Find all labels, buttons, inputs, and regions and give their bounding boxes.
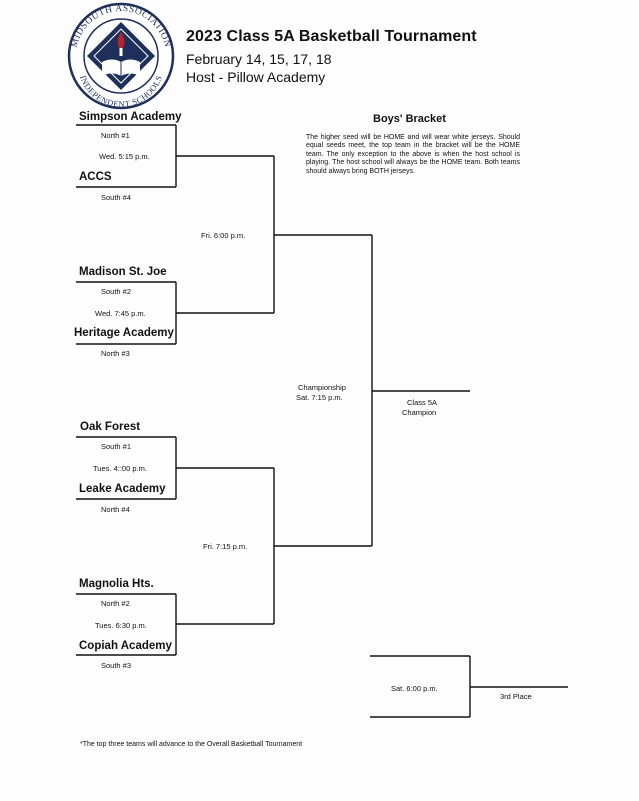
game4-seed-bottom: South #3 xyxy=(101,661,132,670)
game3-time: Tues. 4::00 p.m. xyxy=(93,464,147,473)
champion-line2: Champion xyxy=(402,408,437,417)
game1-seed-bottom: South #4 xyxy=(101,193,132,202)
footnote: *The top three teams will advance to the… xyxy=(80,741,303,748)
third-place-label: 3rd Place xyxy=(500,692,532,701)
third-place-time: Sat. 6:00 p.m. xyxy=(391,684,438,693)
game2-team-bottom: Heritage Academy xyxy=(74,327,174,339)
tournament-dates: February 14, 15, 17, 18 xyxy=(186,51,332,67)
game1-team-bottom: ACCS xyxy=(79,171,112,183)
game1-time: Wed. 5:15 p.m. xyxy=(99,152,150,161)
game3-seed-bottom: North #4 xyxy=(101,505,130,514)
championship-label: Championship xyxy=(298,383,346,392)
game4-time: Tues. 6:30 p.m. xyxy=(95,621,147,630)
msais-logo: MIDSOUTH ASSOCIATION INDEPENDENT SCHOOLS xyxy=(67,2,175,110)
bracket-heading: Boys' Bracket xyxy=(373,113,446,125)
championship-time: Sat. 7:15 p.m. xyxy=(296,393,343,402)
game3-team-top: Oak Forest xyxy=(80,421,141,433)
game3-team-bottom: Leake Academy xyxy=(79,483,166,495)
game1-team-top: Simpson Academy xyxy=(79,111,182,123)
game1-seed-top: North #1 xyxy=(101,131,130,140)
tournament-host: Host - Pillow Academy xyxy=(186,69,326,85)
champion-line1: Class 5A xyxy=(407,398,438,407)
game4-team-top: Magnolia Hts. xyxy=(79,578,154,590)
game2-team-top: Madison St. Joe xyxy=(79,266,167,278)
game4-seed-top: North #2 xyxy=(101,599,130,608)
game3-seed-top: South #1 xyxy=(101,442,132,451)
game2-time: Wed. 7:45 p.m. xyxy=(95,309,146,318)
semi2-time: Fri. 7:15 p.m. xyxy=(203,542,248,551)
game2-seed-top: South #2 xyxy=(101,287,132,296)
home-team-notes: The higher seed will be HOME and will we… xyxy=(306,134,520,175)
game4-team-bottom: Copiah Academy xyxy=(79,640,172,652)
page-title: 2023 Class 5A Basketball Tournament xyxy=(186,28,477,45)
semi1-time: Fri. 6:00 p.m. xyxy=(201,231,246,240)
game2-seed-bottom: North #3 xyxy=(101,349,130,358)
